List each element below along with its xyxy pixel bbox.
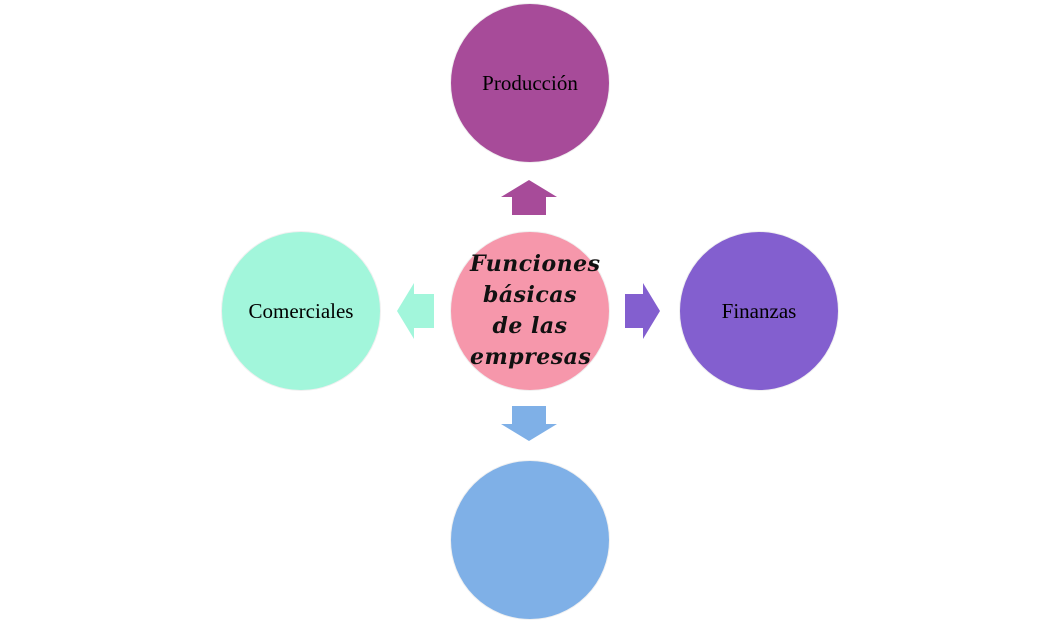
arrow-up-shape xyxy=(501,180,557,215)
node-produccion: Producción xyxy=(450,3,610,163)
node-comerciales: Comerciales xyxy=(221,231,381,391)
node-bottom xyxy=(450,460,610,620)
node-finanzas-label: Finanzas xyxy=(721,298,797,323)
arrow-right-shape xyxy=(625,283,660,339)
arrow-left xyxy=(397,283,434,339)
center-node: Funciones básicas de las empresas xyxy=(450,231,610,391)
node-finanzas: Finanzas xyxy=(679,231,839,391)
arrow-down xyxy=(501,406,557,441)
center-label-line-3: de las xyxy=(492,313,568,339)
node-produccion-label: Producción xyxy=(482,70,578,95)
node-comerciales-label: Comerciales xyxy=(248,298,354,323)
center-label-line-1: Funciones xyxy=(470,251,601,277)
arrow-down-shape xyxy=(501,406,557,441)
arrow-right xyxy=(625,283,660,339)
center-label-line-2: básicas xyxy=(483,282,577,308)
center-label-line-4: empresas xyxy=(470,344,592,370)
arrow-left-shape xyxy=(397,283,434,339)
center-node-label: Funciones básicas de las empresas xyxy=(470,249,601,373)
arrow-up xyxy=(501,180,557,215)
